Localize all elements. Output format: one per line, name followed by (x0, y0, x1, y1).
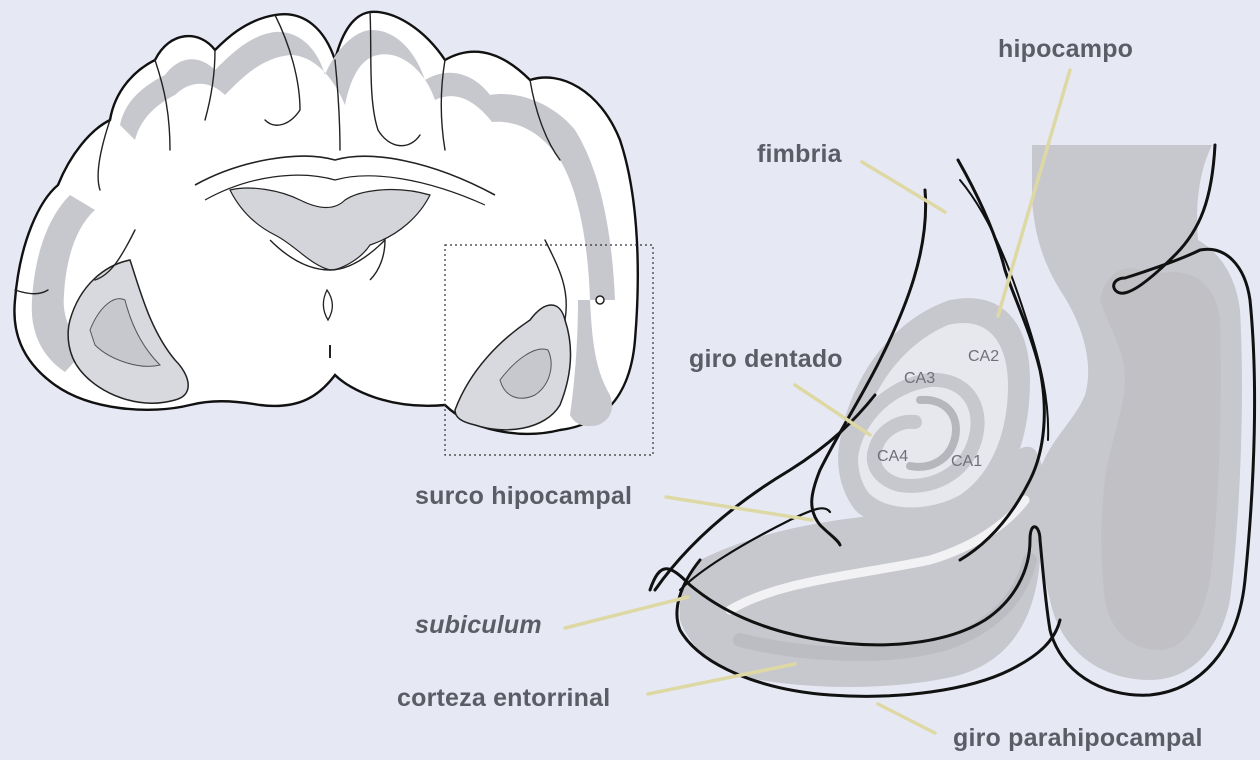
label-hipocampo: hipocampo (998, 35, 1133, 64)
label-corteza-entorrinal: corteza entorrinal (397, 684, 610, 713)
label-subiculum: subiculum (415, 611, 542, 640)
leader-giro-parahipocampal (878, 704, 935, 733)
label-ca1: CA1 (951, 453, 982, 471)
label-ca3: CA3 (904, 370, 935, 388)
leader-subiculum (565, 597, 688, 628)
label-giro-dentado: giro dentado (689, 345, 843, 374)
leader-fimbria (862, 162, 945, 212)
label-giro-parahipocampal: giro parahipocampal (953, 724, 1203, 753)
label-ca4: CA4 (877, 448, 908, 466)
leader-surco-hipocampal (666, 497, 812, 520)
label-surco-hipocampal: surco hipocampal (415, 482, 632, 511)
temporal-white-core (1100, 268, 1221, 650)
label-ca2: CA2 (968, 348, 999, 366)
label-fimbria: fimbria (757, 140, 842, 169)
